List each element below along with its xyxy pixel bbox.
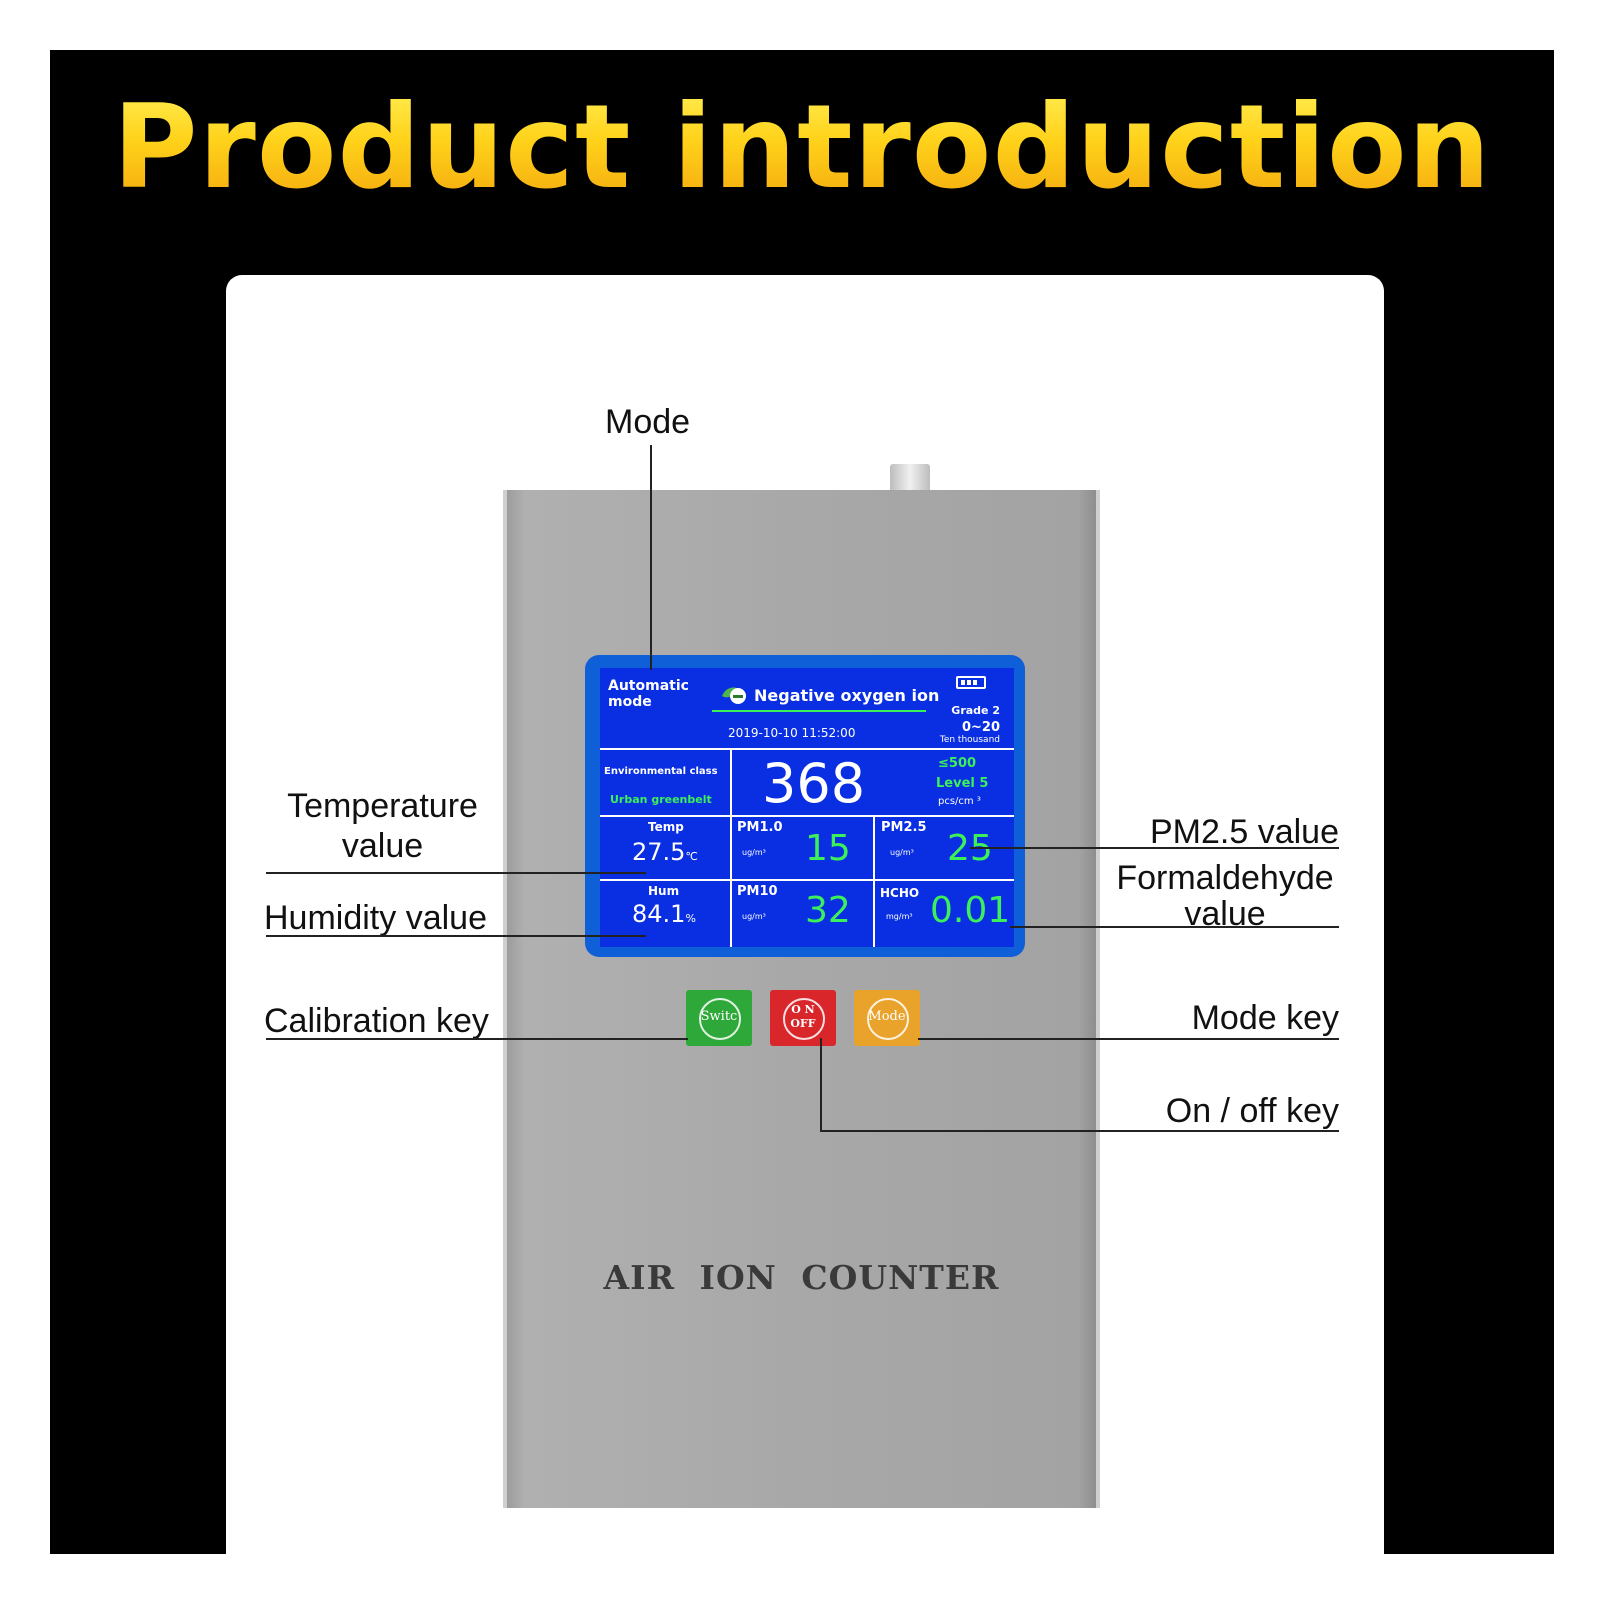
leader-onoff — [820, 1130, 1339, 1132]
power-off-label: OFF — [790, 1017, 816, 1030]
hcho-label: HCHO — [880, 886, 920, 900]
leader-mode-key — [918, 1038, 1339, 1040]
callout-temperature-line-1: Temperature — [287, 787, 478, 825]
hum-label: Hum — [648, 884, 680, 898]
battery-icon — [956, 676, 986, 689]
switch-key-label: Switc — [700, 1009, 738, 1024]
env-class-value: Urban greenbelt — [610, 793, 712, 806]
ion-threshold: ≤500 — [938, 756, 977, 771]
lcd-divider-2 — [600, 815, 1014, 817]
lcd-divider-1 — [600, 748, 1014, 750]
mode-indicator: Automatic mode — [608, 678, 689, 710]
calibration-key-button[interactable]: Switc — [686, 990, 752, 1046]
pm1-label: PM1.0 — [737, 820, 783, 835]
pm25-unit: ug/m³ — [890, 848, 914, 857]
pm10-value: 32 — [805, 890, 851, 931]
hum-value: 84.1 — [632, 900, 686, 928]
ion-unit: pcs/cm ³ — [938, 796, 981, 807]
temp-value: 27.5 — [632, 838, 686, 866]
ion-level: Level 5 — [936, 776, 989, 791]
pm1-unit: ug/m³ — [742, 848, 766, 857]
callout-onoff-key: On / off key — [1165, 1092, 1339, 1130]
callout-formaldehyde-line-1: Formaldehyde — [1116, 859, 1334, 897]
leader-calibration — [266, 1038, 688, 1040]
sensor-nozzle — [890, 464, 930, 492]
leader-mode — [650, 445, 652, 670]
power-ring-icon — [783, 998, 825, 1040]
callout-calibration: Calibration key — [264, 1002, 489, 1040]
mode-line-2: mode — [608, 694, 652, 710]
switch-ring-icon — [699, 998, 741, 1040]
pm10-unit: ug/m³ — [742, 912, 766, 921]
range-unit-text: Ten thousand — [939, 735, 1000, 745]
callout-formaldehyde: Formaldehyde value — [1105, 860, 1345, 932]
lcd-screen: Automatic mode Negative oxygen ion Grade… — [600, 668, 1014, 947]
ion-value: 368 — [762, 752, 866, 815]
mode-key-button[interactable]: Mode — [854, 990, 920, 1046]
range-text: 0~20 — [961, 720, 1000, 735]
device-brand: AIR ION COUNTER — [603, 1258, 1000, 1297]
temp-unit: ℃ — [685, 850, 698, 863]
env-class-label: Environmental class — [604, 766, 718, 777]
grade-text: Grade 2 — [951, 704, 1000, 717]
pm1-value: 15 — [805, 828, 851, 869]
pm25-label: PM2.5 — [881, 820, 927, 835]
mode-ring-icon — [867, 998, 909, 1040]
leaf-icon — [720, 684, 748, 706]
callout-pm25: PM2.5 value — [1150, 813, 1339, 851]
hcho-value: 0.01 — [930, 890, 1011, 931]
callout-temperature-line-2: value — [341, 827, 424, 865]
leader-humidity — [266, 935, 646, 937]
pm10-label: PM10 — [737, 884, 778, 899]
power-on-label: O N — [791, 1003, 815, 1016]
page-title: Product introduction — [50, 78, 1554, 218]
datetime-text: 2019-10-10 11:52:00 — [728, 726, 856, 740]
leader-pm25 — [970, 847, 1339, 849]
temp-label: Temp — [648, 820, 684, 834]
leader-temperature — [266, 872, 646, 874]
mode-line-1: Automatic — [608, 678, 689, 694]
callout-mode: Mode — [605, 403, 691, 441]
hum-unit: % — [685, 912, 696, 925]
callout-mode-key: Mode key — [1191, 999, 1339, 1037]
mode-key-label: Mode — [868, 1009, 906, 1024]
leader-onoff-vertical — [820, 1038, 822, 1132]
lcd-divider-v1 — [730, 748, 732, 947]
lcd-divider-v2 — [873, 815, 875, 947]
lcd-header: Negative oxygen ion — [754, 686, 940, 705]
hum-reading: 84.1% — [632, 900, 696, 928]
hcho-unit: mg/m³ — [886, 912, 913, 921]
header-underline — [712, 710, 926, 712]
callout-humidity: Humidity value — [264, 899, 487, 937]
leader-formaldehyde — [1010, 926, 1339, 928]
callout-temperature: Temperature value — [260, 786, 505, 866]
lcd-divider-3 — [600, 879, 1014, 881]
power-key-button[interactable]: O N OFF — [770, 990, 836, 1046]
temp-reading: 27.5℃ — [632, 838, 698, 866]
